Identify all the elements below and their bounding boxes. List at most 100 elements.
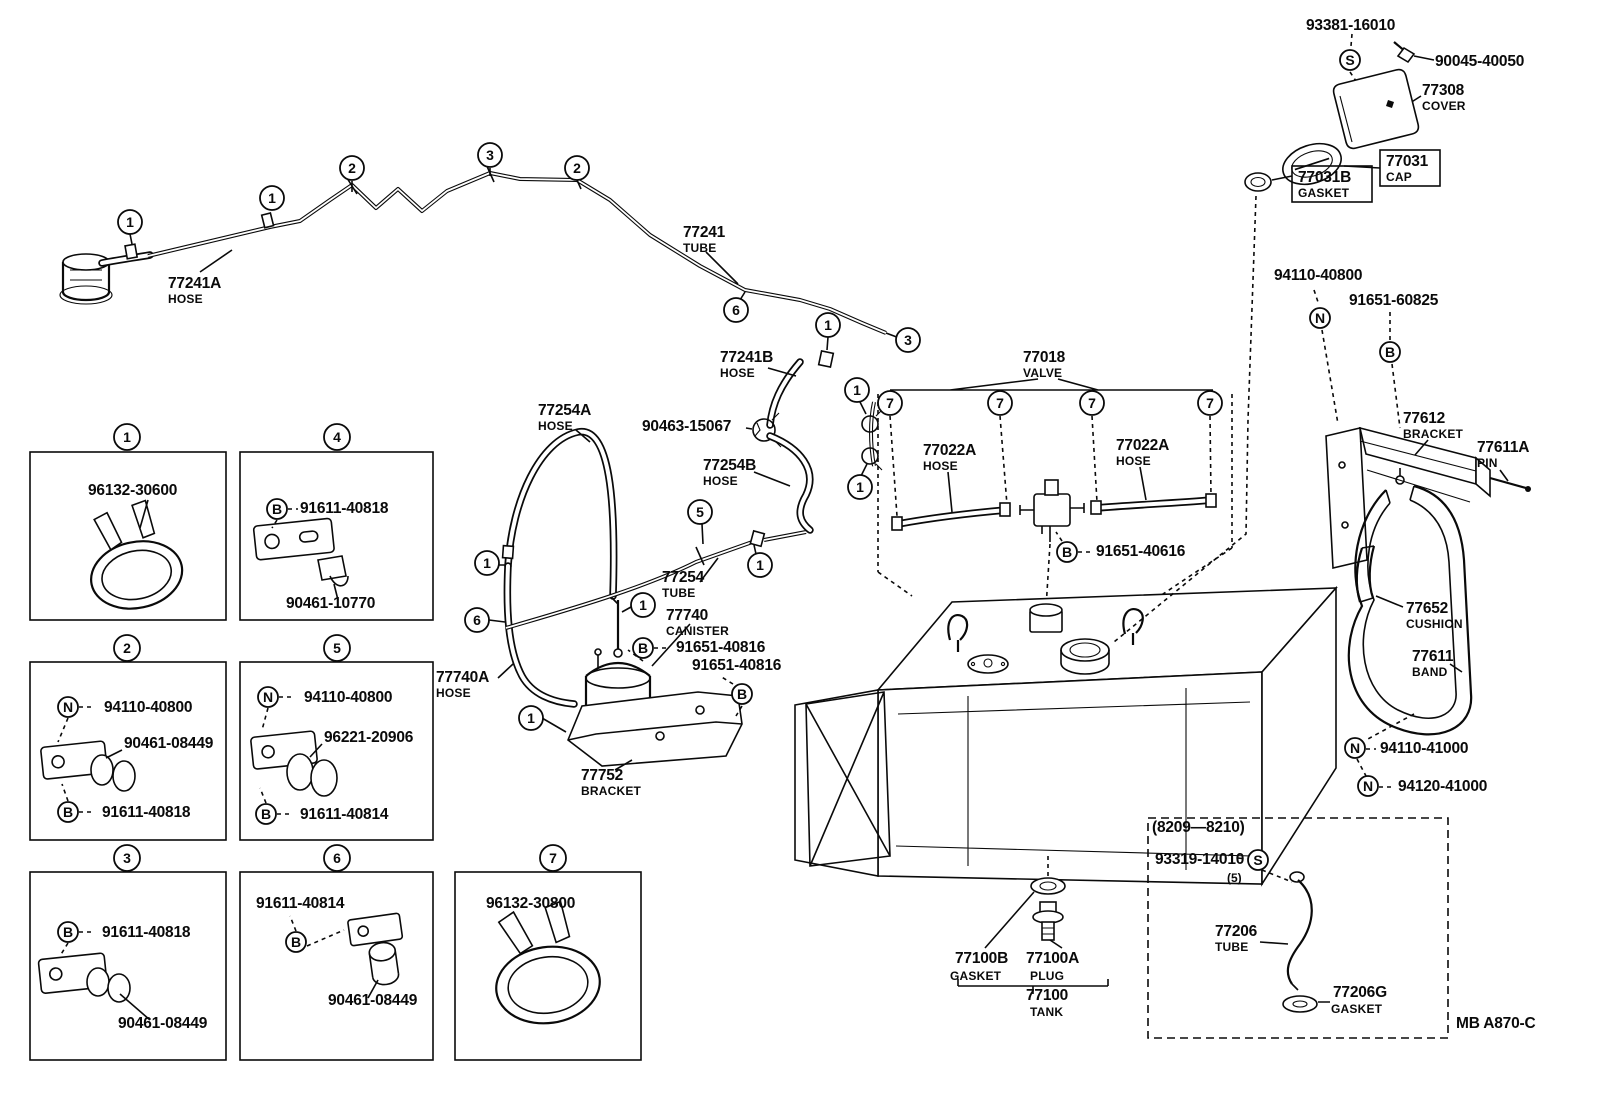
svg-text:1: 1 [483,555,491,571]
part-number-90461-08449-box3: 90461-08449 [118,1015,208,1032]
part-name-77241B: HOSE [720,366,755,380]
part-name-77254B: HOSE [703,474,738,488]
detail-box-4 [239,451,434,621]
vapor-tube-assembly [59,163,909,429]
part-number-77018: 77018 [1023,349,1066,366]
part-number-91611-40818-box2: 91611-40818 [102,804,191,821]
callout-5-a: 5 [687,499,713,525]
part-number-77241A: 77241A [168,275,221,292]
inset-box-8209-8210 [1147,817,1449,1039]
svg-text:N: N [263,689,273,705]
part-number-93381-16010: 93381-16010 [1306,17,1395,34]
callout-1-h: 1 [747,552,773,578]
part-name-77652: CUSHION [1406,617,1463,631]
callout-S-top: S [1339,49,1361,71]
part-number-77241: 77241 [683,224,726,241]
svg-text:1: 1 [268,190,276,206]
callout-7-a: 7 [877,390,903,416]
part-number-77752: 77752 [581,767,623,784]
svg-text:1: 1 [123,429,131,445]
clamp-glyph-96132-30800 [495,900,601,1025]
clamp-glyph-96132-30600 [90,499,184,610]
callout-B-canister-a: B [632,637,654,659]
callout-3-b: 3 [895,327,921,353]
clip-glyph-box6 [347,912,404,986]
svg-text:6: 6 [333,850,341,866]
part-number-77740: 77740 [666,607,708,624]
callout-B-valve: B [1056,541,1078,563]
part-number-91611-40814-box5: 91611-40814 [300,806,389,823]
part-name-77740: CANISTER [666,624,729,638]
part-number-94110-40800-right: 94110-40800 [1274,267,1362,284]
detail-box-1 [29,451,227,621]
part-number-94110-40800-box2: 94110-40800 [104,699,192,716]
svg-text:B: B [261,806,271,822]
svg-text:1: 1 [126,214,134,230]
part-number-91651-60825: 91651-60825 [1349,292,1439,309]
part-name-77100B: GASKET [950,969,1002,983]
box-title-1: 1 [113,423,141,451]
detail-boxes [29,451,642,1061]
part-number-77100A: 77100A [1026,950,1079,967]
svg-text:3: 3 [123,850,131,866]
callout-1-g: 1 [630,592,656,618]
part-name-77100A: PLUG [1030,969,1064,983]
part-name-77206: TUBE [1215,940,1248,954]
part-name-77031B: GASKET [1298,186,1350,200]
svg-text:5: 5 [333,640,341,656]
box-title-4: 4 [323,423,351,451]
svg-text:2: 2 [348,160,356,176]
part-number-77254: 77254 [662,569,705,586]
part-number-77652: 77652 [1406,600,1448,617]
part-number-90461-08449-box2: 90461-08449 [124,735,214,752]
callout-N-band-b: N [1357,775,1379,797]
svg-text:3: 3 [486,147,494,163]
part-number-77206G: 77206G [1333,984,1387,1001]
callout-1-b: 1 [259,185,285,211]
part-number-91611-40818-box3: 91611-40818 [102,924,191,941]
part-name-77018: VALVE [1023,366,1062,380]
callout-1-f: 1 [474,550,500,576]
part-number-91651-40616: 91651-40616 [1096,543,1186,560]
callout-B-right: B [1379,341,1401,363]
part-name-77611A: PIN [1477,456,1498,470]
callout-1-e: 1 [847,474,873,500]
part-name-77612: BRACKET [1403,427,1464,441]
callout-2-b: 2 [564,155,590,181]
callout-B-box4: B [266,498,288,520]
part-number-91611-40818-box4: 91611-40818 [300,500,389,517]
part-number-96132-30800: 96132-30800 [486,895,575,912]
callout-6-b: 6 [464,607,490,633]
part-number-77612: 77612 [1403,410,1445,427]
detail-box-5 [239,661,434,841]
fuel-tank-drawing [794,195,1338,994]
svg-text:5: 5 [696,504,704,520]
part-number-77241B: 77241B [720,349,773,366]
box-title-5: 5 [323,634,351,662]
part-number-77206: 77206 [1215,923,1258,940]
svg-text:2: 2 [573,160,581,176]
part-number-93319-14010: 93319-14010 [1155,851,1244,868]
tank-band-bracket [1313,289,1531,788]
part-name-77241A: HOSE [168,292,203,306]
callout-B-box3: B [57,921,79,943]
svg-text:7: 7 [549,850,557,866]
detail-box-6 [239,871,434,1061]
callout-7-d: 7 [1197,390,1223,416]
svg-text:1: 1 [853,382,861,398]
svg-text:B: B [63,924,73,940]
part-number-90461-10770: 90461-10770 [286,595,375,612]
part-name-77752: BRACKET [581,784,642,798]
svg-text:1: 1 [756,557,764,573]
part-number-77022A-right: 77022A [1116,437,1169,454]
part-name-77308: COVER [1422,99,1466,113]
part-number-77022A-left: 77022A [923,442,976,459]
valve-assembly [858,378,1233,609]
detail-box-7 [454,871,642,1061]
box-title-7: 7 [539,844,567,872]
part-name-77031: CAP [1386,170,1412,184]
part-number-77254A: 77254A [538,402,591,419]
part-number-77740A: 77740A [436,669,489,686]
